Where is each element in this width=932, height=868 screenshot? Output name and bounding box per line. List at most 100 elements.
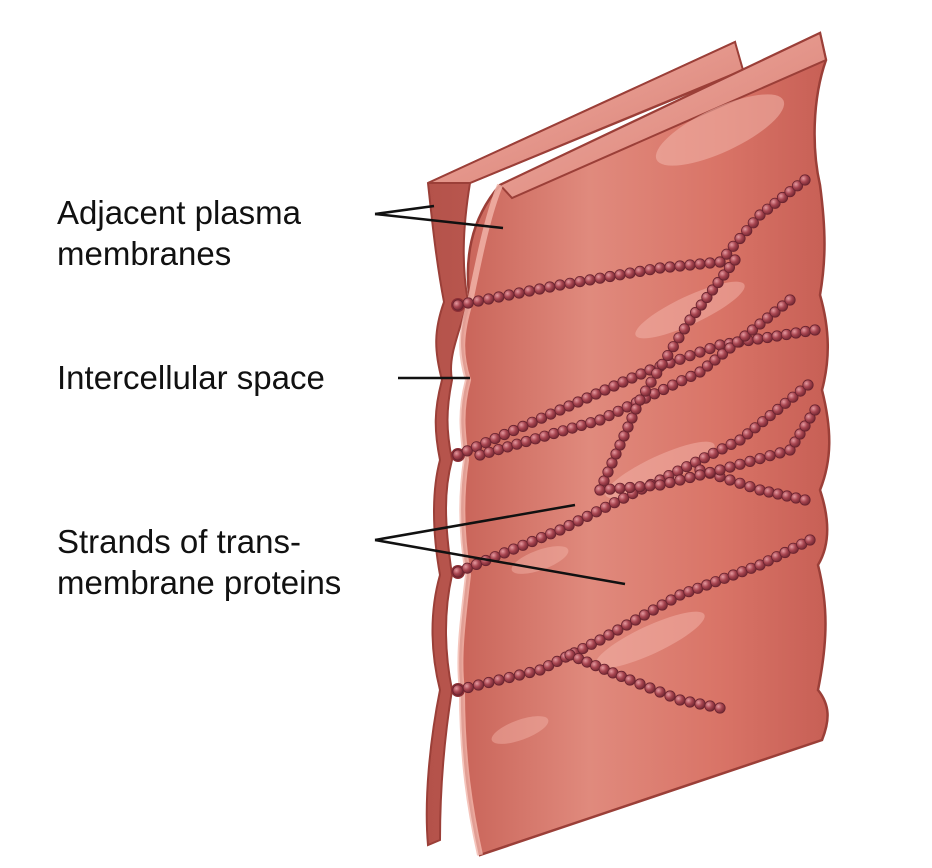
protein-bead: [695, 299, 707, 311]
protein-bead: [520, 435, 532, 448]
protein-bead: [563, 519, 575, 532]
protein-bead: [654, 262, 666, 274]
protein-bead: [664, 690, 676, 702]
protein-bead: [684, 259, 696, 271]
protein-bead: [794, 428, 806, 440]
protein-bead: [489, 432, 501, 445]
protein-bead: [584, 274, 596, 286]
protein-bead: [757, 416, 769, 428]
protein-bead: [799, 325, 812, 338]
protein-bead: [694, 258, 706, 270]
label-protein-strands: Strands of trans- membrane proteins: [57, 521, 341, 603]
protein-bead: [769, 197, 781, 209]
protein-bead: [790, 492, 802, 504]
protein-bead: [462, 297, 474, 309]
protein-bead: [694, 698, 706, 710]
label-intercellular-space: Intercellular space: [57, 357, 325, 398]
label-line: Adjacent plasma: [57, 194, 301, 231]
protein-bead: [674, 694, 686, 706]
protein-bead: [639, 385, 652, 397]
protein-bead: [799, 174, 811, 186]
protein-bead: [706, 284, 719, 296]
protein-bead: [554, 524, 566, 536]
protein-bead: [684, 350, 696, 362]
protein-bead: [809, 404, 821, 416]
protein-bead: [594, 634, 606, 646]
protein-bead: [624, 267, 636, 279]
protein-bead: [674, 260, 686, 272]
protein-bead: [681, 461, 693, 473]
protein-bead: [694, 346, 706, 358]
protein-bead: [664, 261, 676, 273]
protein-bead: [784, 444, 796, 456]
protein-bead: [654, 479, 666, 491]
protein-bead: [709, 354, 721, 366]
protein-strand: [452, 534, 816, 696]
protein-bead: [452, 299, 464, 311]
protein-bead: [507, 424, 520, 437]
protein-bead: [493, 674, 505, 686]
protein-bead: [789, 436, 801, 448]
protein-bead: [644, 264, 656, 276]
protein-bead: [608, 497, 621, 509]
protein-bead: [714, 256, 726, 268]
protein-bead: [704, 466, 716, 479]
protein-strand: [452, 324, 821, 461]
protein-bead: [513, 669, 526, 681]
protein-bead: [665, 594, 677, 606]
protein-bead: [452, 566, 464, 578]
protein-bead: [667, 341, 679, 353]
protein-bead: [772, 403, 784, 415]
label-line: Intercellular space: [57, 359, 325, 396]
protein-bead: [779, 397, 791, 409]
protein-strand: [452, 379, 814, 578]
protein-bead: [511, 438, 523, 450]
protein-bead: [701, 360, 714, 372]
protein-bead: [754, 484, 766, 496]
protein-bead: [548, 427, 560, 440]
protein-bead: [761, 331, 774, 344]
protein-bead: [526, 535, 538, 548]
protein-bead: [704, 257, 716, 269]
protein-bead: [685, 370, 697, 382]
protein-bead: [667, 379, 679, 391]
protein-bead: [694, 469, 706, 481]
protein-bead: [634, 265, 646, 277]
protein-bead: [557, 425, 569, 437]
protein-bead: [809, 324, 821, 336]
protein-bead: [517, 539, 529, 551]
protein-bead: [704, 342, 716, 355]
protein-bead: [634, 481, 646, 493]
protein-bead: [674, 353, 686, 365]
protein-bead: [647, 604, 659, 616]
protein-bead: [754, 318, 766, 330]
protein-bead: [470, 558, 483, 571]
protein-bead: [574, 275, 586, 288]
protein-bead: [772, 488, 784, 500]
protein-bead: [804, 412, 816, 424]
protein-bead: [707, 447, 719, 459]
protein-bead: [493, 291, 505, 303]
protein-bead: [523, 285, 536, 297]
protein-bead: [747, 217, 759, 229]
protein-bead: [746, 324, 759, 336]
protein-bead: [678, 323, 691, 335]
protein-bead: [612, 624, 624, 636]
protein-bead: [734, 434, 746, 446]
protein-bead: [734, 232, 746, 245]
protein-strand: [594, 254, 741, 496]
protein-bead: [624, 674, 636, 686]
protein-bead: [617, 492, 630, 504]
protein-bead: [684, 696, 696, 708]
protein-bead: [524, 666, 536, 679]
protein-bead: [614, 269, 626, 281]
protein-bead: [575, 419, 588, 431]
protein-bead: [684, 471, 696, 484]
protein-bead: [482, 293, 495, 305]
label-line: membranes: [57, 235, 232, 272]
protein-bead: [645, 376, 657, 388]
protein-bead: [780, 328, 793, 341]
protein-bead: [594, 414, 606, 426]
protein-bead: [566, 422, 578, 434]
